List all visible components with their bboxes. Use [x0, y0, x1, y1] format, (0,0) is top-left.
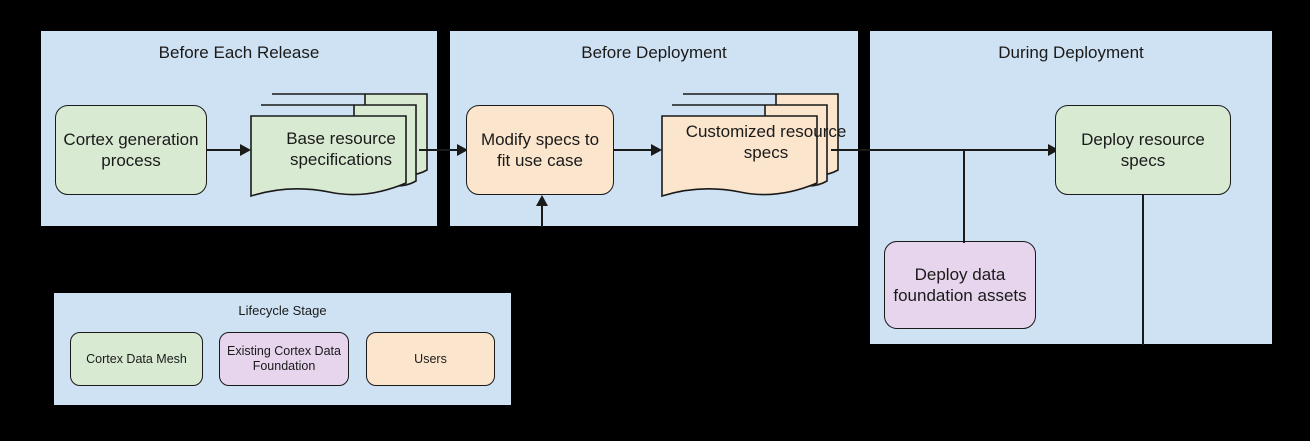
legend-key-existing-cortex-data-foundation[interactable]: Existing Cortex Data Foundation	[219, 332, 349, 386]
node-label-modify-specs: Modify specs to fit use case	[480, 130, 600, 170]
node-deploy-resource-specs[interactable]: Deploy resource specs	[1055, 105, 1231, 195]
edge-data-foundation-to-flow	[963, 149, 965, 243]
edge-modify-to-customized-specs	[614, 144, 662, 156]
node-cortex-generation-process[interactable]: Cortex generation process	[55, 105, 207, 195]
document-sheet-front	[661, 115, 818, 198]
edge-customized-specs-to-deploy-specs	[831, 144, 1059, 156]
edge-deploy-specs-downstream	[1142, 194, 1144, 345]
node-label-cortex-generation-process: Cortex generation process	[63, 130, 199, 170]
lane-title-before-deployment: Before Deployment	[581, 43, 727, 62]
node-customized-resource-specs[interactable]: Customized resource specs	[661, 88, 846, 206]
edge-base-specs-to-modify-specs	[419, 144, 468, 156]
lane-title-during-deployment: During Deployment	[998, 43, 1144, 62]
legend-key-label-users: Users	[414, 351, 447, 366]
node-label-deploy-data-foundation-assets: Deploy data foundation assets	[893, 265, 1027, 305]
legend-key-users[interactable]: Users	[366, 332, 495, 386]
node-modify-specs-to-fit-use-case[interactable]: Modify specs to fit use case	[466, 105, 614, 195]
legend-title: Lifecycle Stage	[238, 303, 327, 318]
lane-title-before-each-release: Before Each Release	[158, 43, 320, 62]
legend-key-label-existing-cortex-data-foundation: Existing Cortex Data Foundation	[227, 344, 341, 373]
node-base-resource-specifications[interactable]: Base resource specifications	[250, 88, 432, 206]
node-label-deploy-resource-specs: Deploy resource specs	[1081, 130, 1205, 170]
legend-key-cortex-data-mesh[interactable]: Cortex Data Mesh	[70, 332, 203, 386]
document-sheet-front	[250, 115, 407, 198]
edge-users-to-modify-specs	[536, 195, 548, 227]
node-deploy-data-foundation-assets[interactable]: Deploy data foundation assets	[884, 241, 1036, 329]
legend-key-label-cortex-data-mesh: Cortex Data Mesh	[86, 351, 187, 366]
edge-cortex-to-base-specs	[207, 144, 251, 156]
